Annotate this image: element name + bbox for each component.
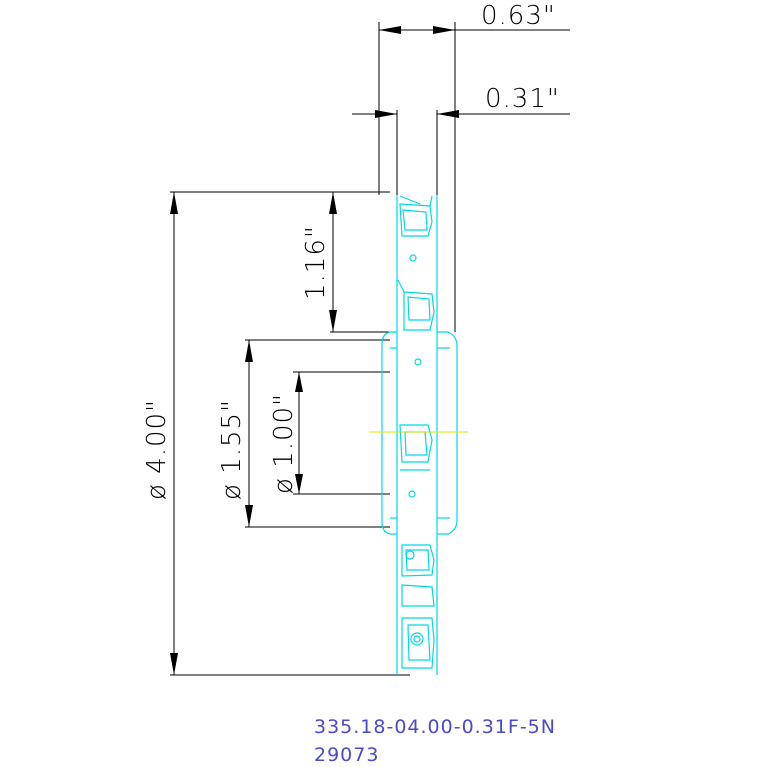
arrowhead: [379, 26, 401, 34]
insert-bottom: [401, 617, 435, 669]
arrowhead: [433, 26, 455, 34]
arrowhead: [375, 110, 397, 118]
cutter-side-view: [381, 195, 458, 675]
arrowhead: [329, 192, 337, 214]
part-number: 335.18-04.00-0.31F-5N: [314, 716, 556, 738]
title-block: 335.18-04.00-0.31F-5N 29073: [314, 716, 556, 766]
arrowhead: [295, 474, 303, 494]
arrowhead: [437, 110, 459, 118]
dimension-width-total: 0.63": [378, 1, 570, 332]
arrowhead: [170, 192, 178, 214]
dimension-label-outer-diameter: ø 4.00": [142, 399, 172, 500]
insert-center: [399, 424, 433, 498]
item-code: 29073: [314, 744, 379, 766]
insert-top: [399, 195, 433, 262]
insert-upper: [397, 279, 435, 366]
dimension-label-width-total: 0.63": [481, 1, 556, 31]
arrowhead: [245, 505, 253, 527]
hub-right: [437, 331, 458, 535]
dimension-label-width-insert: 0.31": [485, 84, 560, 114]
arrowhead: [170, 653, 178, 675]
insert-lower: [401, 544, 435, 607]
dimension-insert-radial: 1.16": [170, 191, 390, 333]
arrowhead: [329, 310, 337, 332]
dimension-bore-diameter: ø 1.00": [269, 371, 390, 495]
hub-left: [381, 331, 397, 535]
dimension-hub-diameter: ø 1.55": [217, 339, 390, 528]
arrowhead: [295, 372, 303, 392]
arrowhead: [245, 340, 253, 362]
dimension-label-insert-radial: 1.16": [301, 225, 331, 300]
dimension-width-insert: 0.31": [352, 84, 570, 195]
dimension-label-bore-diameter: ø 1.00": [269, 393, 299, 494]
dimension-outer-diameter: ø 4.00": [142, 192, 410, 676]
dimension-label-hub-diameter: ø 1.55": [217, 399, 247, 500]
